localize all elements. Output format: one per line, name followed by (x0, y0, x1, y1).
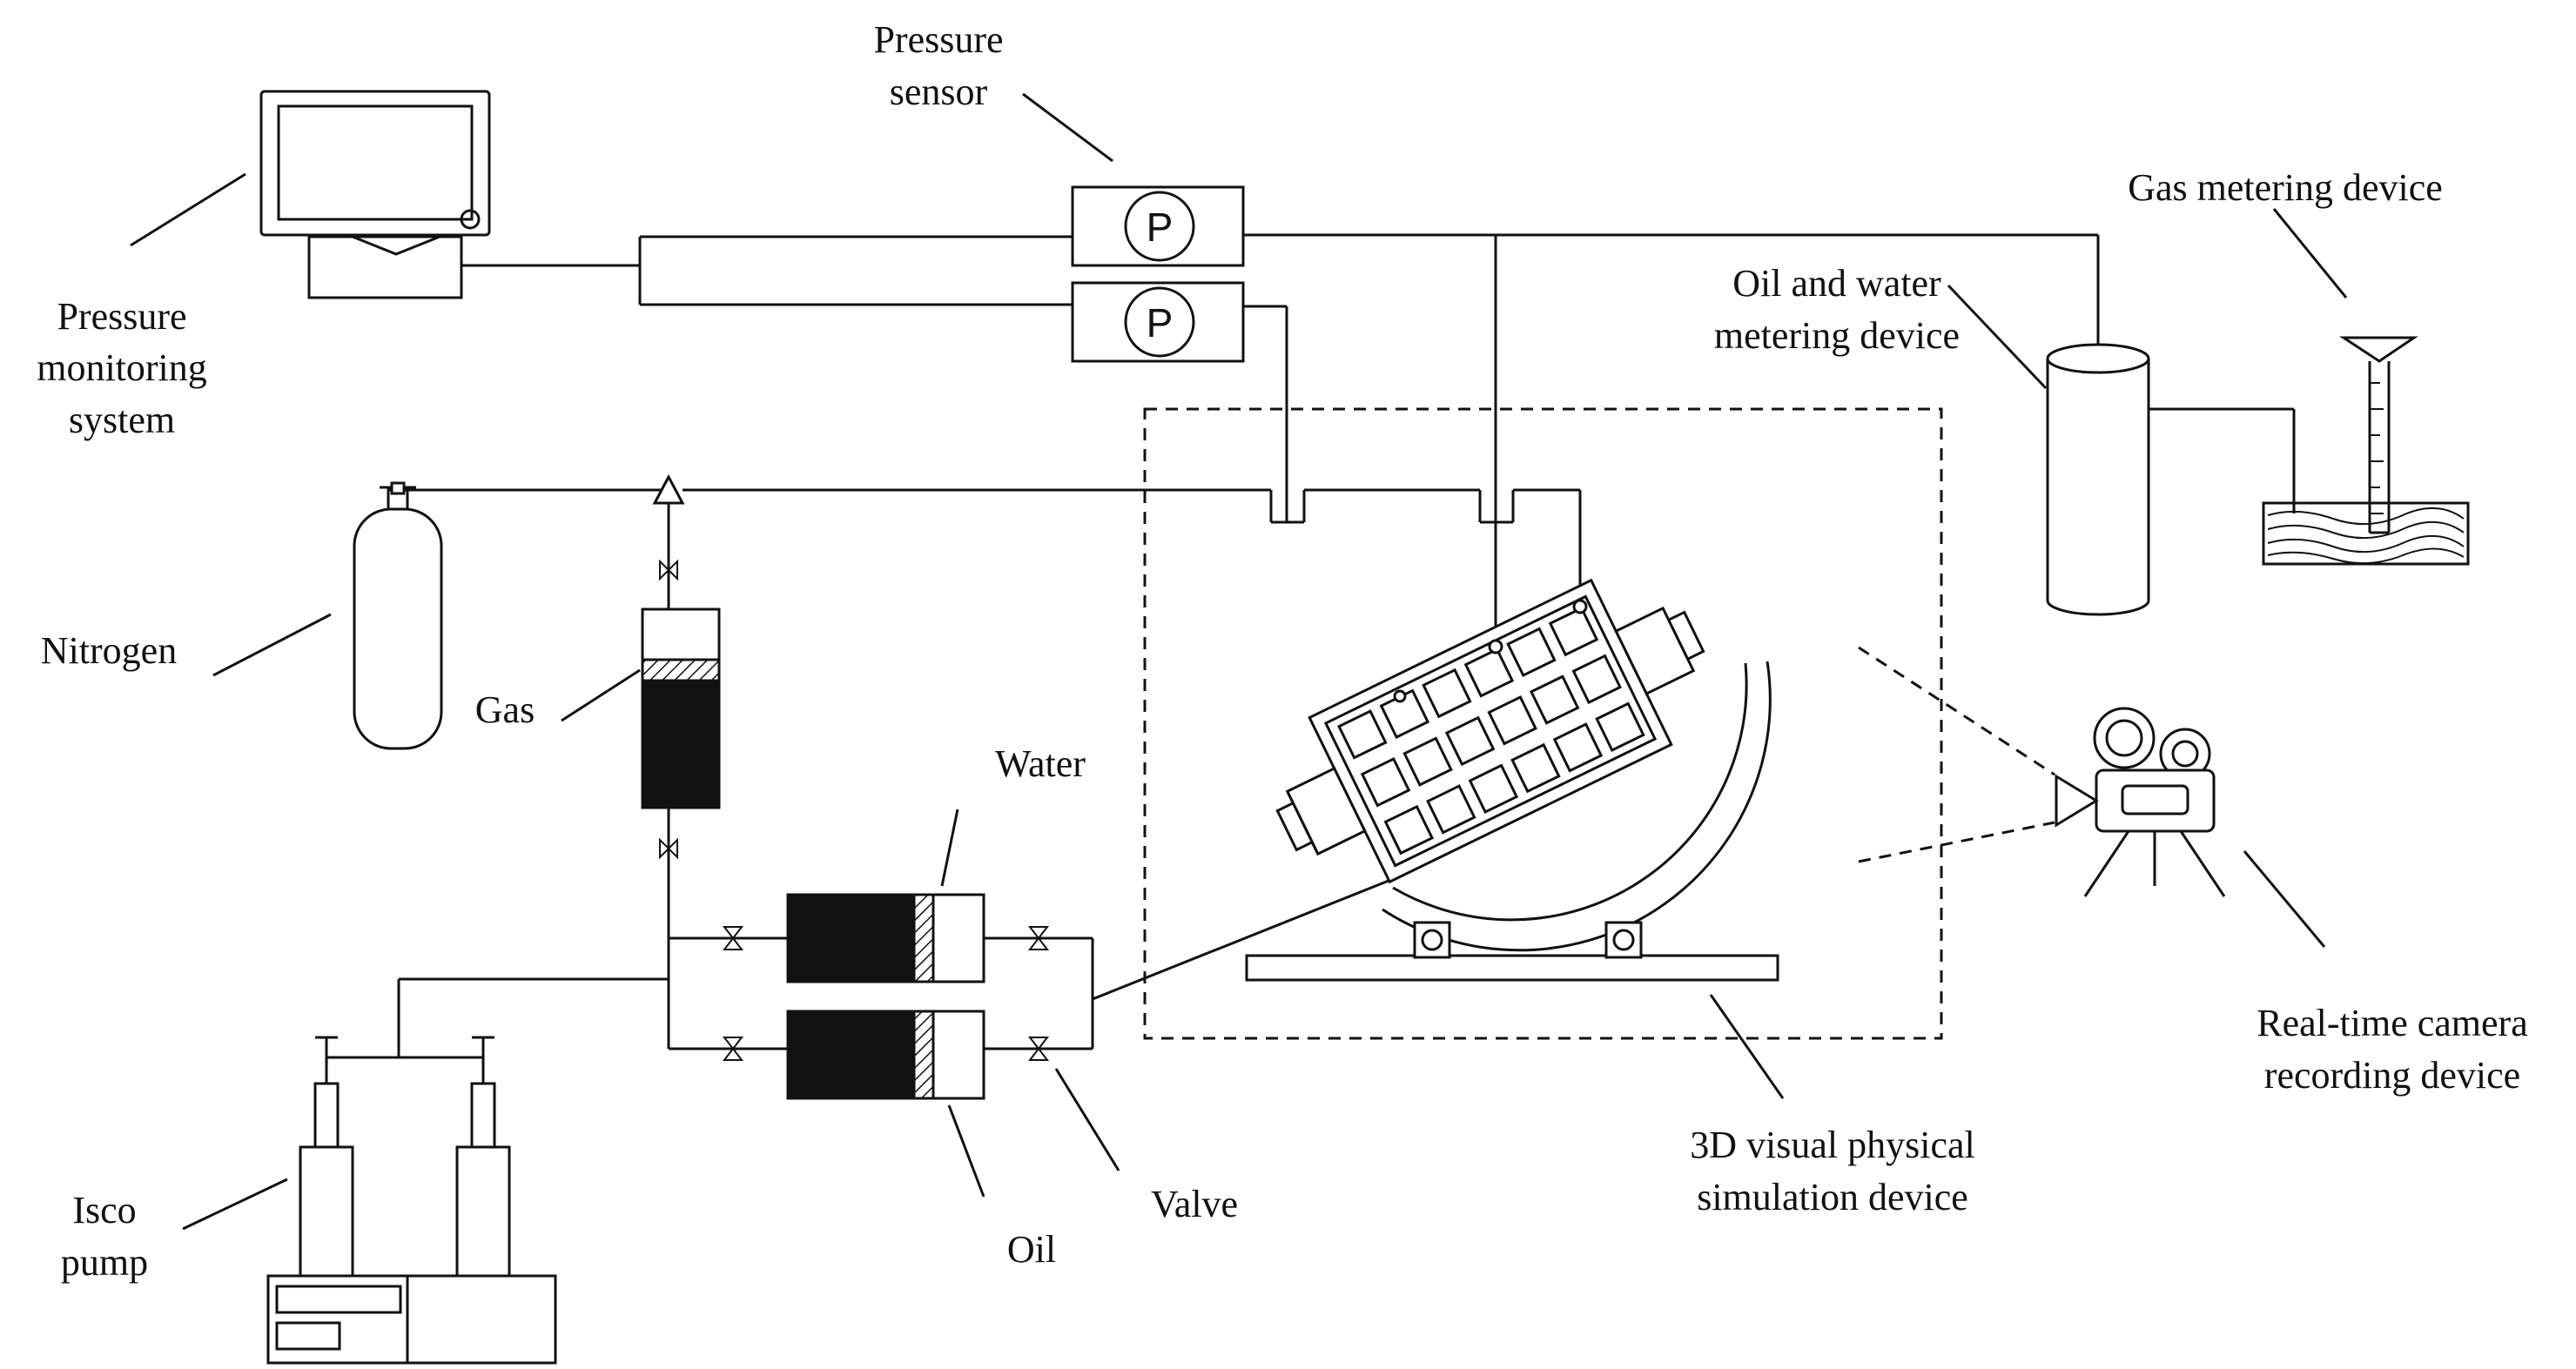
simulation-device-label-1: 3D visual physical (1690, 1124, 1975, 1166)
model-grid (1337, 606, 1645, 856)
sensor-output-lines (1243, 233, 2100, 640)
pressure-sensor-bottom: P (1071, 281, 1245, 363)
svg-text:Pressure: Pressure (873, 18, 1003, 61)
oil-water-metering-label-2: metering device (1714, 314, 1960, 357)
sensor-symbol-bottom: P (1147, 300, 1174, 346)
pressure-sensor-top: P (1071, 185, 1245, 267)
pressure-monitoring-label-2: monitoring (37, 346, 207, 389)
isco-pump-label-1: Isco (72, 1189, 136, 1231)
oil-label: Oil (1007, 1228, 1056, 1271)
oil-water-metering-device (2046, 343, 2150, 616)
pressure-sensor-leader (1022, 92, 1113, 163)
valve-label: Valve (1151, 1183, 1238, 1225)
simulation-device-boundary (1143, 407, 1943, 1040)
pressure-monitoring-label-3: system (69, 399, 175, 441)
inlet-valve-water (722, 926, 744, 950)
gas-metering-label: Gas metering device (2128, 166, 2443, 209)
oil-water-metering-leader (1947, 284, 2048, 390)
gas-metering-device (2262, 336, 2470, 566)
isco-pump (266, 1036, 557, 1365)
nitrogen-leader (212, 613, 332, 677)
model-ports (1393, 599, 1588, 703)
camera-dashed-view (1858, 646, 2055, 863)
water-container (786, 893, 985, 983)
gas-leader (561, 668, 641, 722)
gas-valve-bottom (659, 837, 678, 860)
simulation-device-label-2: simulation device (1697, 1176, 1968, 1218)
labels: Pressure sensor Pressure monitoring syst… (37, 18, 2528, 1284)
simulation-base (1245, 661, 1779, 982)
water-label: Water (995, 742, 1086, 785)
isco-pump-leader (182, 1178, 288, 1231)
metering-link-lines (2149, 407, 2296, 513)
gas-label: Gas (475, 688, 535, 731)
pressure-monitoring-label-1: Pressure (57, 295, 186, 338)
monitor-to-sensor-lines (461, 235, 1073, 306)
water-leader (940, 809, 959, 887)
valve-leader (1054, 1068, 1120, 1171)
camera-label-1: Real-time camera (2257, 1002, 2527, 1044)
gas-metering-leader (2272, 208, 2348, 299)
camera-label-2: recording device (2264, 1054, 2520, 1097)
simulation-device-leader (1709, 994, 1785, 1099)
oil-container (786, 1010, 985, 1100)
pressure-sensor-label-2: sensor (890, 70, 988, 113)
pressure-monitoring-leader (130, 172, 246, 247)
inlet-valve-oil (722, 1037, 744, 1061)
gas-valve-top (659, 559, 678, 581)
isco-pump-label-2: pump (61, 1241, 148, 1284)
oil-leader (947, 1104, 985, 1198)
oil-water-metering-label-1: Oil and water (1732, 262, 1941, 305)
pressure-sensor-label-1: Pressure (873, 18, 1003, 61)
nitrogen-cylinder (353, 481, 443, 750)
outlet-valve-water (1027, 926, 1050, 950)
camera-recording-device (2055, 707, 2226, 897)
tilted-model (1275, 578, 1705, 884)
outlet-valve-oil (1027, 1037, 1050, 1061)
nitrogen-label: Nitrogen (41, 629, 177, 672)
pressure-monitoring-computer (259, 90, 491, 299)
sensor-symbol-top: P (1147, 205, 1174, 250)
camera-leader (2243, 850, 2326, 948)
svg-text:sensor: sensor (890, 70, 988, 113)
gas-supply-line (407, 473, 1582, 614)
gas-cylinder (641, 607, 721, 809)
injection-manifold (326, 936, 788, 1059)
